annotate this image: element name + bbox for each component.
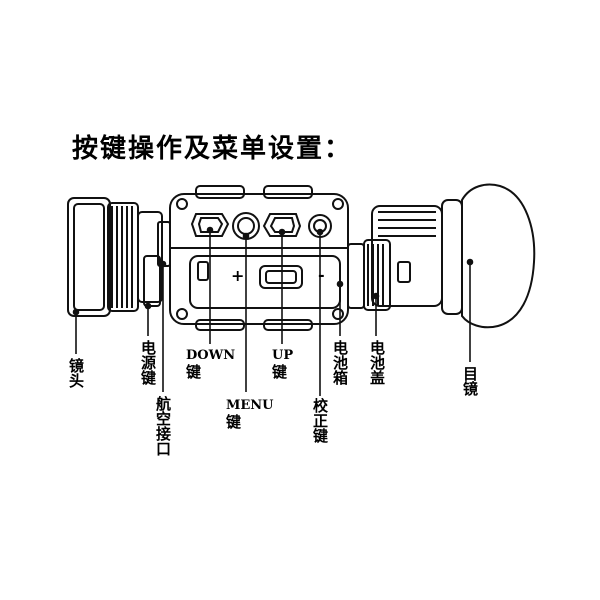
down-key-line2: 键 [186,363,202,381]
minus-sign: - [318,265,325,284]
battery-cover-label: 电池盖 [368,340,386,385]
menu-key-line1: MENU [226,398,274,413]
calibrate-key-label: 校正键 [311,398,329,443]
up-key-line1: UP [272,348,294,363]
battery-cover-shape [363,239,391,311]
lens-label: 镜头 [67,358,85,388]
down-button [190,213,230,237]
up-button [262,213,302,237]
aviation-port-label: 航空接口 [154,396,172,456]
eyecup [461,183,536,329]
power-key-label: 电源键 [139,340,157,385]
up-key-label: UP 键 [272,348,293,380]
battery-box-label: 电池箱 [331,340,349,385]
up-key-line2: 键 [272,363,288,381]
down-key-line1: DOWN [186,348,236,363]
battery-box-shape [347,243,365,309]
lens-barrel [67,197,163,317]
menu-key-label: MENU 键 [226,398,274,430]
menu-key-line2: 键 [226,413,242,431]
eyepiece-body [371,199,463,315]
eyepiece-label: 目镜 [461,366,479,396]
main-body [169,185,349,331]
plus-sign: + [231,266,245,285]
down-key-label: DOWN 键 [186,348,235,380]
power-knob [143,255,161,307]
page-title: 按键操作及菜单设置： [72,134,353,164]
